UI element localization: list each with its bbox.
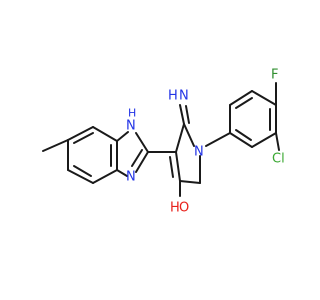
bond-imine — [179, 104, 185, 125]
bond — [116, 169, 128, 177]
bond — [135, 132, 149, 153]
bond-double-inner — [73, 165, 92, 177]
bonds — [42, 82, 280, 197]
bond-chloro — [275, 132, 280, 151]
bond — [205, 132, 231, 147]
bond — [135, 151, 149, 173]
bond — [67, 126, 94, 141]
bond — [169, 156, 174, 178]
bond — [229, 132, 253, 148]
bond-methyl — [42, 139, 69, 152]
bond — [179, 180, 201, 184]
bond — [175, 151, 181, 182]
atom-label-o: O — [179, 201, 189, 216]
bond-double-inner — [235, 97, 253, 109]
bond-double-inner — [235, 129, 252, 141]
bond-double-inner — [73, 132, 94, 144]
bond — [131, 149, 143, 167]
atom-label-h: H — [170, 201, 180, 216]
bond-imine — [185, 105, 190, 124]
atom-label-n: N — [179, 89, 189, 104]
bond — [183, 123, 195, 147]
bond — [92, 169, 118, 184]
atom-label-n: N — [194, 145, 204, 160]
bond — [67, 169, 94, 184]
atom-label-n: N — [126, 119, 136, 134]
structure-canvas: H N N H N N F Cl H O — [42, 68, 285, 216]
chemical-structure-diagram: H N N H N N F Cl H O — [42, 68, 285, 216]
atom-label-n: N — [126, 170, 136, 185]
bond — [251, 132, 277, 148]
atom-label-f: F — [271, 68, 278, 83]
bond — [175, 123, 185, 153]
bond — [229, 90, 253, 106]
atom-labels: H N N H N N F Cl H O — [126, 68, 285, 216]
atom-label-h: H — [128, 107, 136, 120]
atom-label-cl: Cl — [272, 152, 285, 167]
atom-label-h: H — [168, 89, 178, 104]
bond — [92, 126, 118, 142]
bond — [251, 90, 277, 106]
bond — [116, 131, 129, 142]
